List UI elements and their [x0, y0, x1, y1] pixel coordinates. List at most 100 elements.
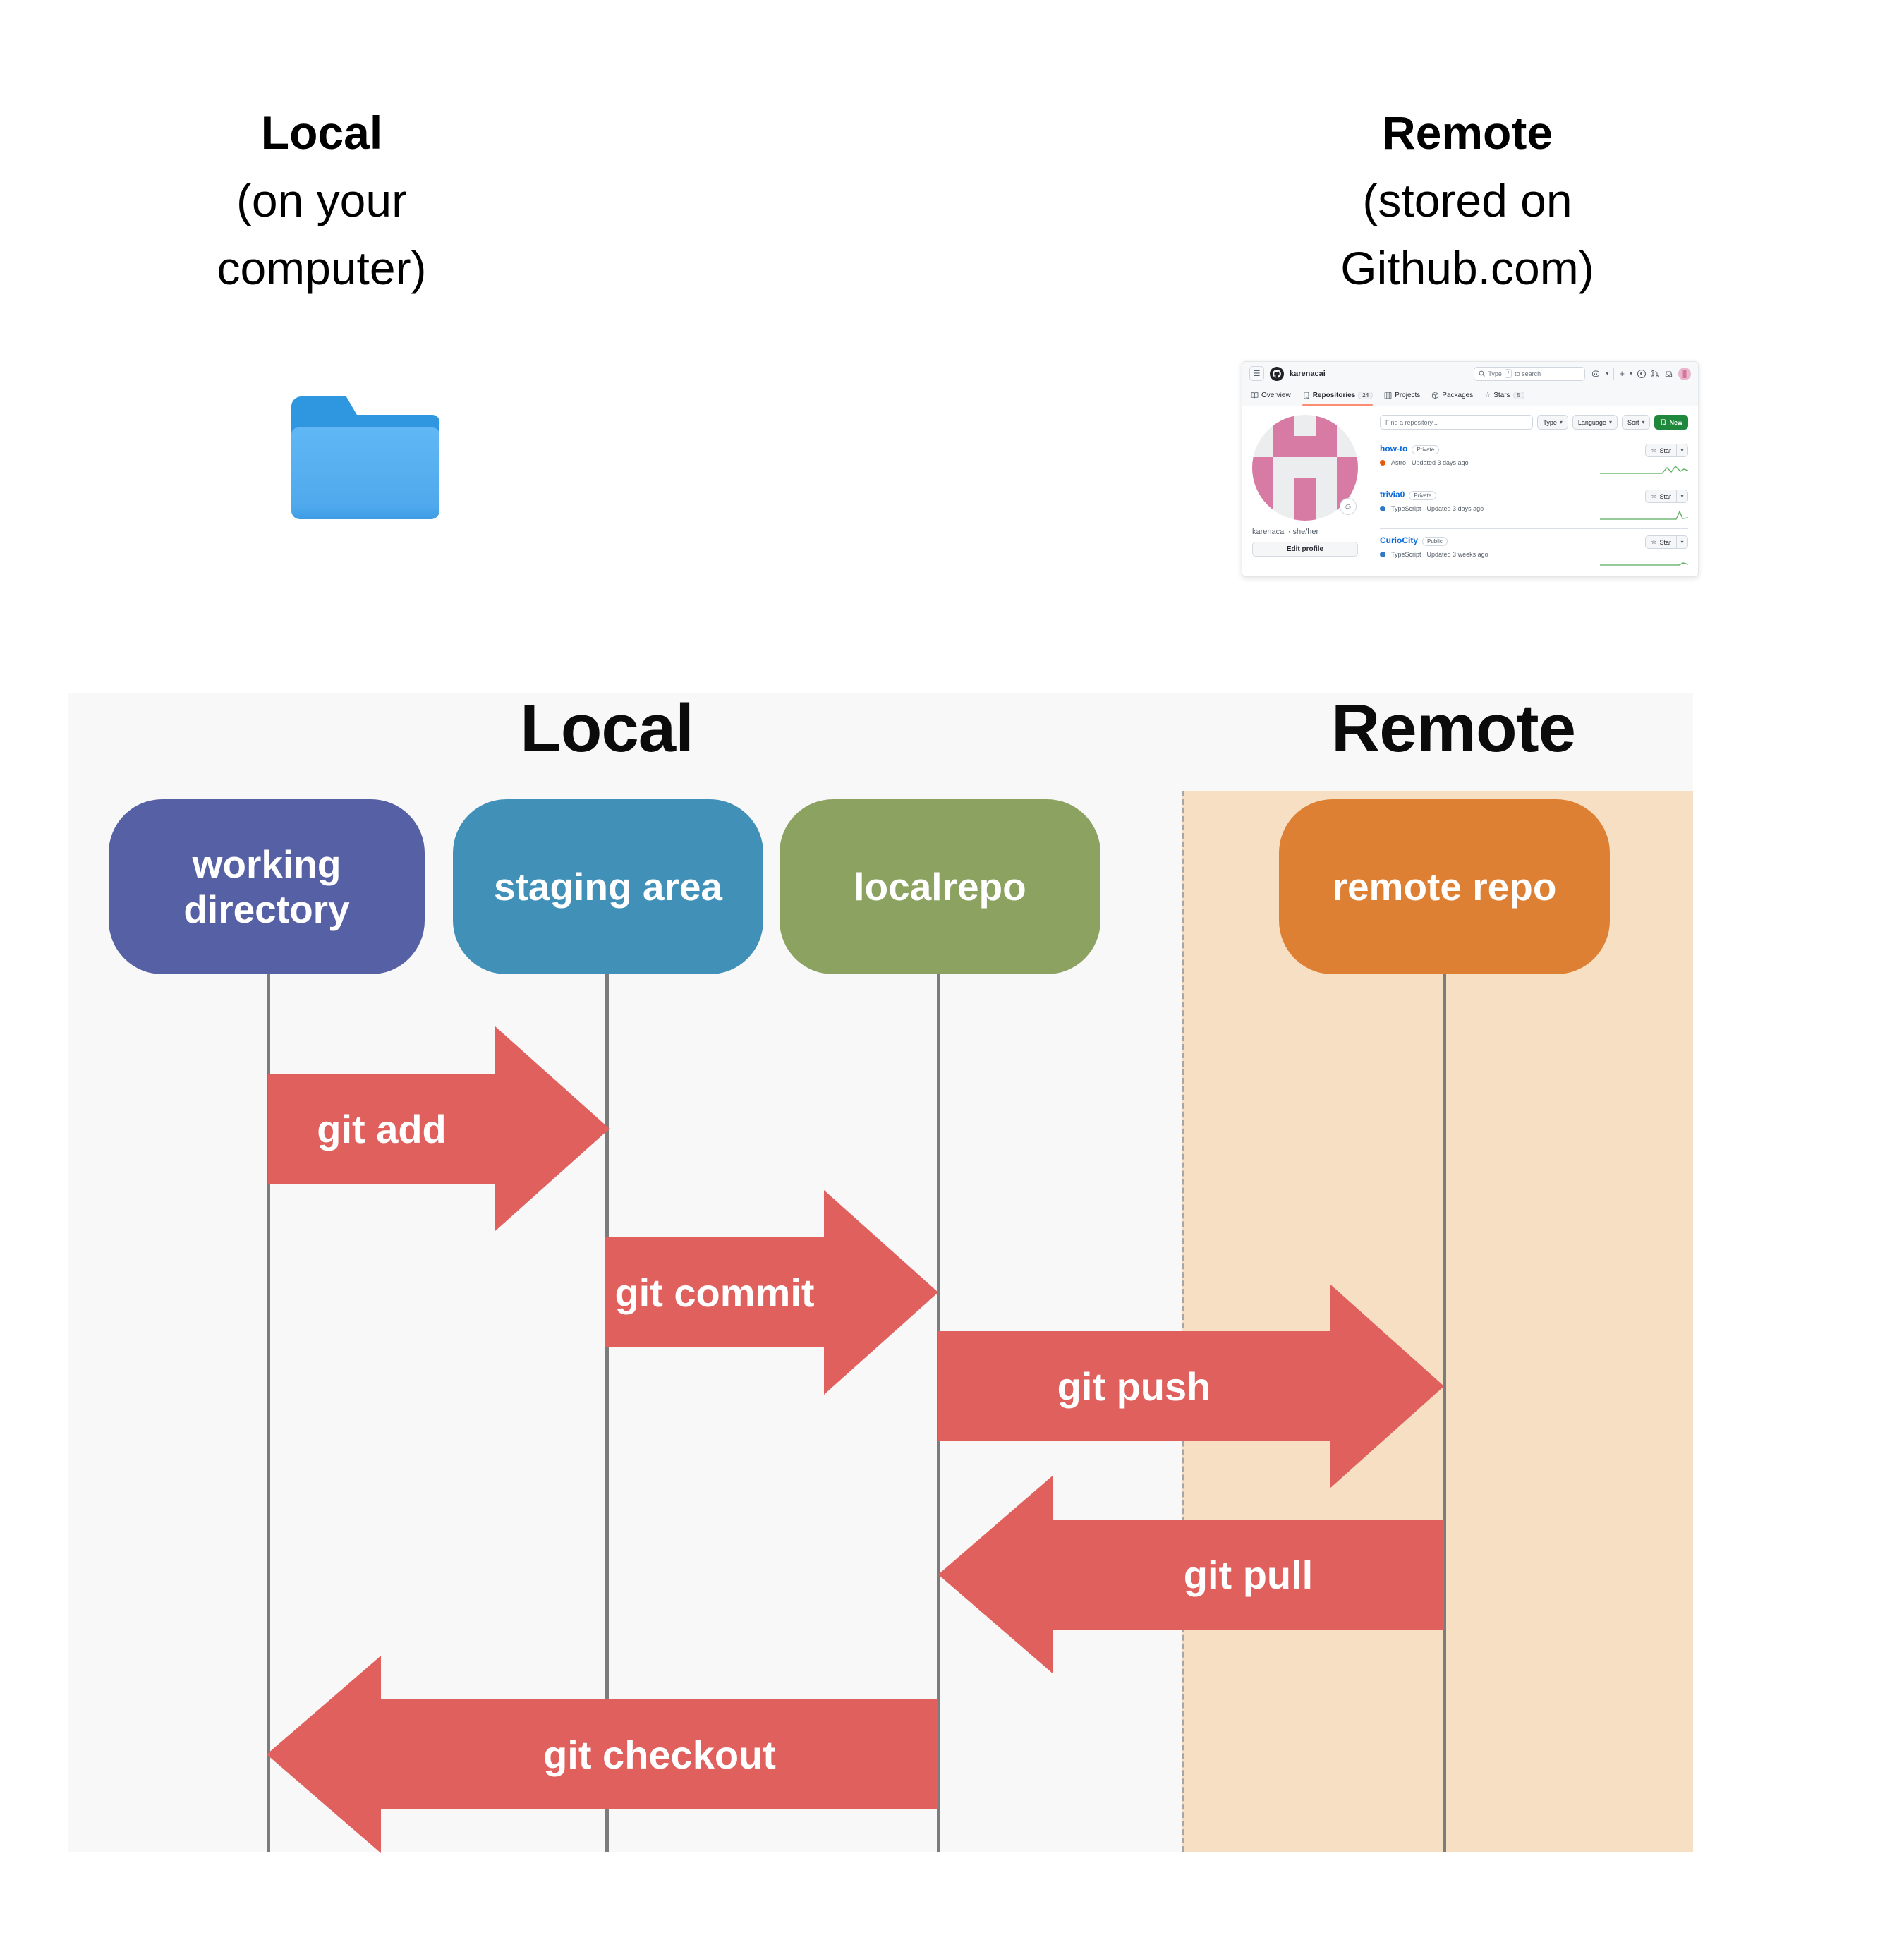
star-caret-button[interactable]: ▾	[1677, 490, 1688, 503]
visibility-badge: Private	[1409, 491, 1437, 500]
star-button[interactable]: ☆Star ▾	[1645, 535, 1688, 549]
repo-row: how-to Private Astro Updated 3 days ago ☆…	[1380, 437, 1688, 483]
repo-updated: Updated 3 days ago	[1412, 459, 1469, 466]
tab-repositories-label: Repositories	[1312, 392, 1356, 399]
github-screenshot: ☰ karenacai Type / to search ▾ + ▾ Overv…	[1242, 361, 1699, 577]
repo-icon	[1302, 392, 1310, 399]
search-icon	[1479, 370, 1486, 377]
tab-repositories[interactable]: Repositories 24	[1302, 385, 1374, 406]
chevron-down-icon: ▾	[1608, 419, 1612, 425]
folder-front	[291, 427, 439, 519]
language-filter-button[interactable]: Language▾	[1572, 415, 1618, 430]
repo-row: CurioCity Public TypeScript Updated 3 wee…	[1380, 529, 1688, 574]
find-repository-input[interactable]: Find a repository...	[1380, 415, 1534, 430]
folder-icon	[291, 395, 439, 525]
repo-updated: Updated 3 weeks ago	[1426, 551, 1488, 558]
localrepo-node: localrepo	[780, 799, 1100, 974]
sort-filter-button[interactable]: Sort▾	[1621, 415, 1651, 430]
remote-caption-line2: (stored on	[1362, 174, 1572, 226]
profile-column: ☺ karenacai · she/her Edit profile	[1252, 415, 1369, 574]
tab-stars[interactable]: ☆ Stars 5	[1484, 385, 1524, 406]
git-commit-arrowhead	[824, 1190, 938, 1395]
tab-projects[interactable]: Projects	[1384, 385, 1420, 406]
tab-overview[interactable]: Overview	[1251, 385, 1291, 406]
github-logo-icon[interactable]	[1270, 366, 1284, 381]
git-push-arrow: git push	[938, 1331, 1330, 1441]
activity-sparkline	[1600, 466, 1688, 474]
profile-name: karenacai · she/her	[1252, 528, 1319, 536]
star-icon: ☆	[1484, 392, 1491, 399]
activity-sparkline	[1600, 562, 1688, 566]
git-add-arrowhead	[495, 1026, 610, 1231]
tab-overview-label: Overview	[1261, 392, 1291, 399]
edit-profile-button[interactable]: Edit profile	[1252, 542, 1358, 557]
github-body: ☺ karenacai · she/her Edit profile Find …	[1242, 406, 1698, 574]
activity-sparkline	[1600, 510, 1688, 520]
book-icon	[1251, 392, 1259, 399]
search-placeholder-suffix: to search	[1515, 370, 1541, 377]
git-add-arrow: git add	[268, 1074, 495, 1184]
remote-caption-title: Remote	[1381, 107, 1553, 159]
git-commit-arrow: git commit	[605, 1237, 824, 1347]
language-dot	[1380, 506, 1385, 511]
remote-caption-line3: Github.com)	[1340, 242, 1594, 294]
repo-updated: Updated 3 days ago	[1426, 505, 1484, 512]
repo-icon	[1661, 419, 1666, 425]
diagram-local-title: Local	[520, 691, 694, 766]
repo-link[interactable]: trivia0	[1380, 490, 1405, 499]
issues-icon[interactable]	[1637, 369, 1646, 378]
copilot-icon[interactable]	[1591, 370, 1601, 378]
star-button[interactable]: ☆Star ▾	[1645, 444, 1688, 457]
star-icon: ☆	[1651, 447, 1657, 454]
chevron-down-icon: ▾	[1642, 419, 1645, 425]
staging-area-lifeline	[605, 974, 609, 1852]
visibility-badge: Private	[1412, 445, 1440, 454]
git-checkout-arrow: git checkout	[381, 1699, 938, 1809]
github-header: ☰ karenacai Type / to search ▾ + ▾	[1242, 362, 1698, 385]
working-directory-lifeline	[267, 974, 270, 1852]
tab-packages[interactable]: Packages	[1431, 385, 1473, 406]
create-new-caret-icon[interactable]: ▾	[1629, 370, 1632, 377]
visibility-badge: Public	[1422, 537, 1448, 546]
projects-icon	[1384, 392, 1392, 399]
hamburger-menu-icon[interactable]: ☰	[1249, 366, 1264, 381]
repo-language: Astro	[1391, 459, 1407, 466]
create-new-icon[interactable]: +	[1619, 368, 1625, 379]
local-caption-line3: computer)	[217, 242, 427, 294]
local-caption: Local (on your computer)	[156, 99, 487, 302]
type-filter-button[interactable]: Type▾	[1537, 415, 1568, 430]
tab-stars-label: Stars	[1493, 392, 1510, 399]
inbox-icon[interactable]	[1664, 370, 1673, 378]
status-emoji-button[interactable]: ☺	[1340, 498, 1357, 515]
repo-language: TypeScript	[1391, 551, 1421, 558]
repo-link[interactable]: how-to	[1380, 444, 1408, 454]
language-dot	[1380, 552, 1385, 557]
github-profile-tabs: Overview Repositories 24 Projects Packag…	[1242, 385, 1698, 406]
git-checkout-arrowhead	[267, 1656, 381, 1853]
local-caption-title: Local	[260, 107, 383, 159]
avatar[interactable]	[1678, 367, 1691, 380]
pull-request-icon[interactable]	[1651, 370, 1659, 378]
git-push-arrowhead	[1330, 1284, 1444, 1488]
remote-caption: Remote (stored on Github.com)	[1291, 99, 1644, 302]
copilot-caret-icon[interactable]: ▾	[1606, 370, 1609, 377]
star-caret-button[interactable]: ▾	[1677, 535, 1688, 549]
new-repository-button[interactable]: New	[1654, 415, 1688, 430]
search-placeholder-prefix: Type	[1488, 370, 1502, 377]
star-icon: ☆	[1651, 538, 1657, 545]
remote-repo-node: remote repo	[1279, 799, 1610, 974]
github-username[interactable]: karenacai	[1290, 369, 1326, 378]
tab-stars-count: 5	[1512, 392, 1524, 399]
github-search-input[interactable]: Type / to search	[1474, 366, 1586, 381]
star-caret-button[interactable]: ▾	[1677, 444, 1688, 457]
working-directory-node: working directory	[109, 799, 425, 974]
star-button[interactable]: ☆Star ▾	[1645, 490, 1688, 503]
repositories-column: Find a repository... Type▾ Language▾ Sor…	[1380, 415, 1688, 574]
repo-link[interactable]: CurioCity	[1380, 535, 1418, 545]
slash-key-hint: /	[1504, 369, 1512, 378]
divider	[1613, 368, 1615, 380]
package-icon	[1431, 392, 1439, 399]
tab-packages-label: Packages	[1442, 392, 1474, 399]
github-header-icons: ▾ + ▾	[1591, 367, 1691, 380]
